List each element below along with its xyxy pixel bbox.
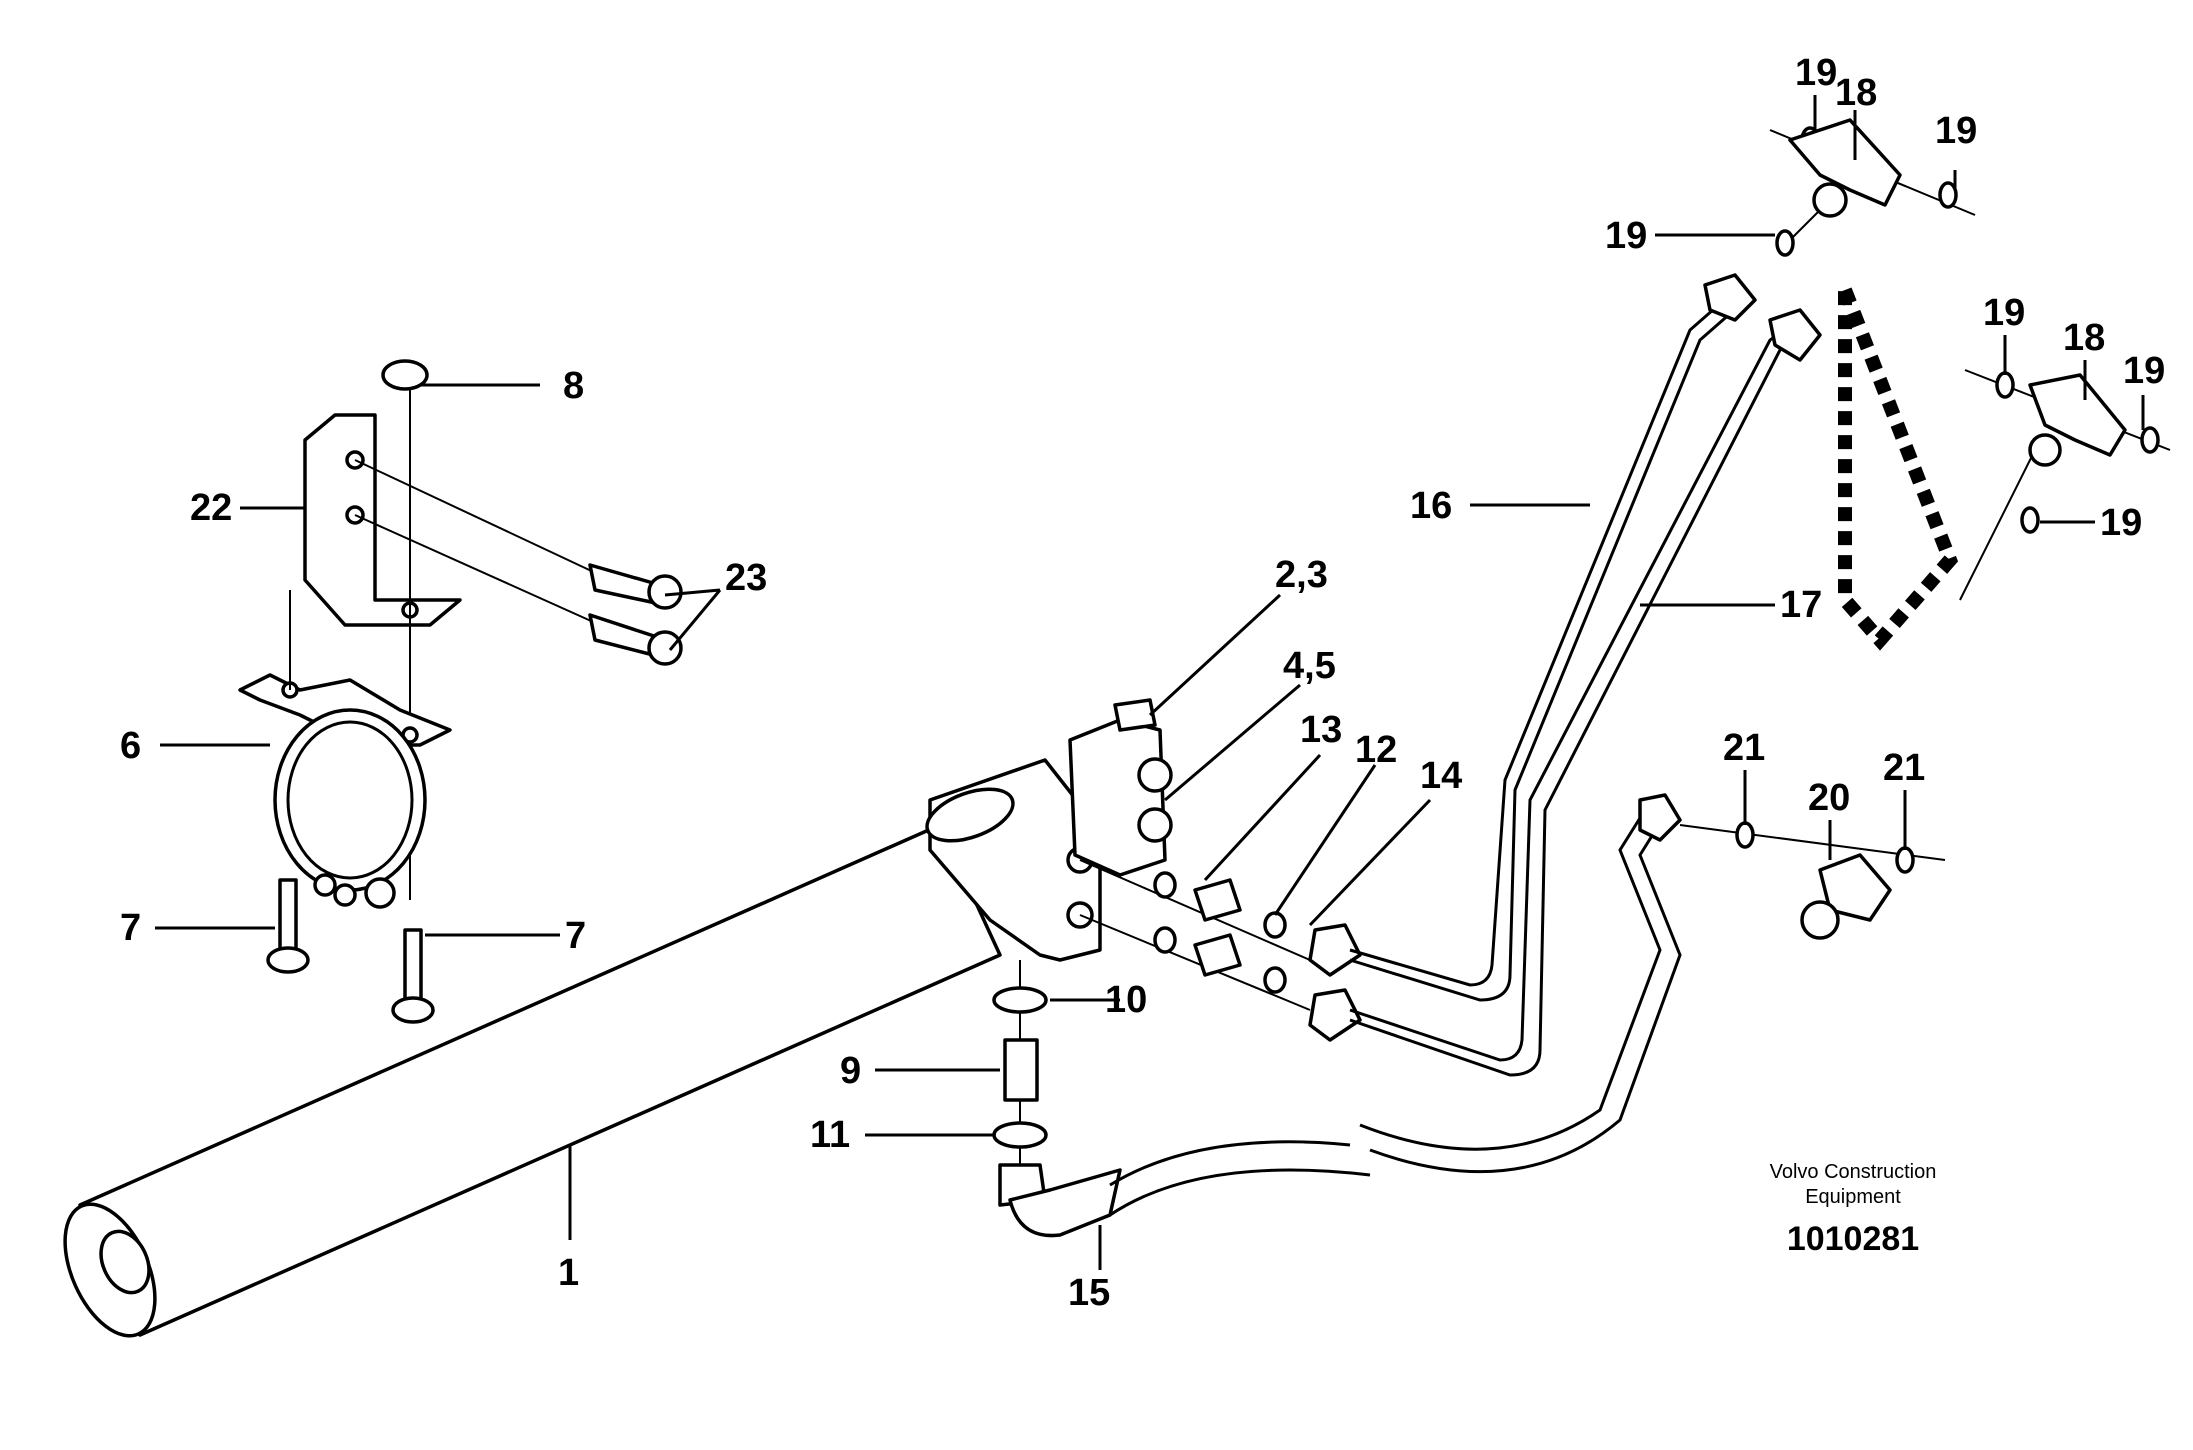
footer-note: Volvo Construction Equipment 1010281 xyxy=(1770,1161,1937,1258)
label-part-12: 12 xyxy=(1355,729,1397,771)
label-part-11: 11 xyxy=(810,1114,850,1156)
part-labels: 1 2,3 4,5 6 7 7 8 9 10 11 12 13 14 15 16… xyxy=(120,52,2165,1314)
label-part-16: 16 xyxy=(1410,485,1452,527)
company-name-line1: Volvo Construction xyxy=(1770,1161,1937,1183)
label-part-14: 14 xyxy=(1420,755,1462,797)
label-part-7a: 7 xyxy=(120,907,141,949)
label-part-8: 8 xyxy=(563,365,584,407)
tee-fitting-upper xyxy=(1769,118,1976,257)
connection-chain xyxy=(1838,287,2036,651)
label-part-9: 9 xyxy=(840,1050,861,1092)
label-part-20: 20 xyxy=(1808,777,1850,819)
label-part-2-3: 2,3 xyxy=(1275,554,1328,596)
label-part-19-e: 19 xyxy=(2123,350,2165,392)
drawing-part-number: 1010281 xyxy=(1787,1220,1919,1258)
label-part-19-f: 19 xyxy=(2100,502,2142,544)
label-part-19-b: 19 xyxy=(1935,110,1977,152)
label-part-18-upper: 18 xyxy=(1835,72,1877,114)
label-part-6: 6 xyxy=(120,725,141,767)
hydraulic-tubes xyxy=(1349,273,1822,1174)
label-part-18-lower: 18 xyxy=(2063,317,2105,359)
bolts-7 xyxy=(266,878,435,1024)
label-part-21-b: 21 xyxy=(1883,747,1925,789)
label-part-19-d: 19 xyxy=(1983,292,2025,334)
label-part-19-a: 19 xyxy=(1795,52,1837,94)
label-part-1: 1 xyxy=(558,1252,579,1294)
hydraulic-cylinder xyxy=(63,698,1173,1338)
elbow-fitting xyxy=(1679,821,1946,940)
mounting-bracket xyxy=(303,413,683,666)
label-part-23: 23 xyxy=(725,557,767,599)
label-part-22: 22 xyxy=(190,487,232,529)
leader-lines xyxy=(155,95,2145,1270)
tee-fitting-lower xyxy=(1964,369,2171,534)
label-part-7b: 7 xyxy=(565,915,586,957)
pipe-clamp xyxy=(238,590,452,909)
label-part-15: 15 xyxy=(1068,1272,1110,1314)
label-part-4-5: 4,5 xyxy=(1283,645,1336,687)
label-part-10: 10 xyxy=(1105,979,1147,1021)
label-part-17: 17 xyxy=(1780,584,1822,626)
label-part-13: 13 xyxy=(1300,709,1342,751)
company-name-line2: Equipment xyxy=(1805,1186,1901,1208)
label-part-21-a: 21 xyxy=(1723,727,1765,769)
fittings-bottom xyxy=(992,960,1371,1238)
label-part-19-c: 19 xyxy=(1605,215,1647,257)
